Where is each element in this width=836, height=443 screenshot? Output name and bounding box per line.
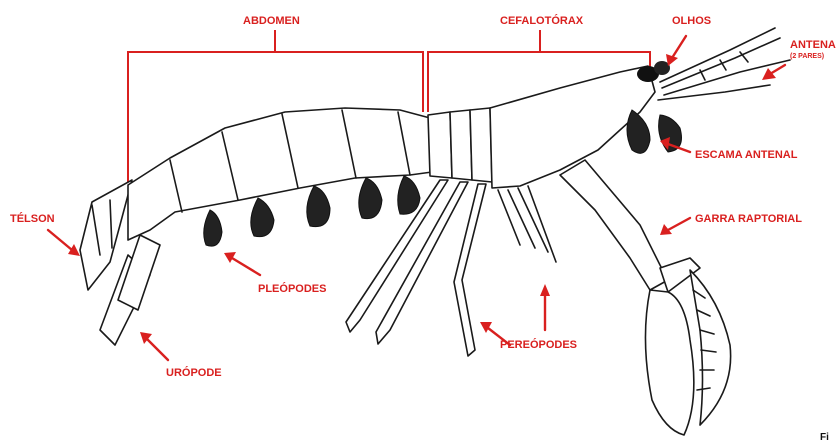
arrow-pleopodes <box>232 258 260 275</box>
arrow-uropode <box>146 338 168 360</box>
arrow-olhos <box>672 36 686 58</box>
antennae <box>658 28 790 100</box>
label-cefalotorax: CEFALOTÓRAX <box>500 14 584 27</box>
arrow-garra <box>668 218 690 230</box>
label-olhos: OLHOS <box>672 15 711 27</box>
label-pleopodes: PLEÓPODES <box>258 282 326 295</box>
arrow-telson <box>48 230 72 250</box>
label-corner: Fi <box>820 432 829 443</box>
label-abdomen: ABDOMEN <box>243 15 300 27</box>
antennal-scale <box>627 110 650 153</box>
label-telson: TÉLSON <box>10 212 55 225</box>
raptorial-claw <box>560 160 731 435</box>
label-pereopodes: PEREÓPODES <box>500 338 577 351</box>
label-escama: ESCAMA ANTENAL <box>695 149 798 161</box>
label-antenas-sub: (2 PARES) <box>790 53 824 60</box>
label-antenas: ANTENAS <box>790 39 836 51</box>
label-uropode: URÓPODE <box>166 366 222 379</box>
label-garra: GARRA RAPTORIAL <box>695 213 802 225</box>
arrow-antenas <box>770 65 785 74</box>
